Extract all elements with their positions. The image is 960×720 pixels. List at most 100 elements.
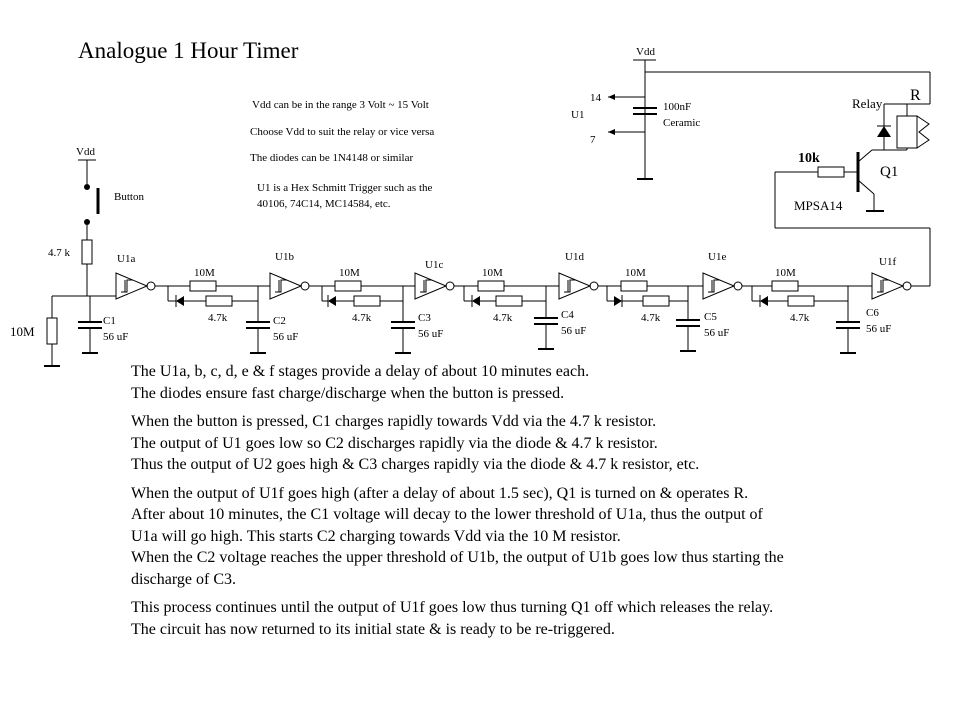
circuit-description: The U1a, b, c, d, e & f stages provide a… xyxy=(131,361,931,640)
resistor-input xyxy=(81,239,93,265)
resistor-10m-label: 10M xyxy=(482,267,503,279)
cap-value: 56 uF xyxy=(561,325,586,337)
resistor-gnd xyxy=(46,317,58,345)
q1-label: Q1 xyxy=(880,164,898,180)
stage-u1c: 10M 4.7k C3 56 uF U1c xyxy=(309,259,455,354)
resistor-fast xyxy=(205,295,233,307)
button-contact-bottom xyxy=(84,219,90,225)
button-contact-top xyxy=(84,184,90,190)
resistor-10m xyxy=(189,280,217,292)
transistor-label: MPSA14 xyxy=(794,198,843,213)
description-line: When the C2 voltage reaches the upper th… xyxy=(131,549,784,566)
resistor-fast-label: 4.7k xyxy=(641,312,661,324)
page-title: Analogue 1 Hour Timer xyxy=(78,38,299,63)
cap-label: C6 xyxy=(866,307,879,319)
arrow-left-icon xyxy=(608,94,615,100)
resistor-base-label: 10k xyxy=(798,151,820,166)
resistor-10m xyxy=(477,280,505,292)
gate-label: U1d xyxy=(565,251,584,263)
resistor-10m-label: 10M xyxy=(775,267,796,279)
relay-contact-icon xyxy=(916,115,930,149)
gate-label: U1e xyxy=(708,251,726,263)
stage-u1f: 10M 4.7k C6 56 uF U1f xyxy=(742,228,931,354)
gate-label: U1c xyxy=(425,259,443,271)
cap-value: 56 uF xyxy=(273,331,298,343)
cap-value: 56 uF xyxy=(866,323,891,335)
note-diodes: The diodes can be 1N4148 or similar xyxy=(250,152,413,164)
description-line: This process continues until the output … xyxy=(131,599,774,616)
schmitt-icon xyxy=(564,279,576,293)
diode-icon xyxy=(472,296,480,306)
gate-label: U1f xyxy=(879,256,896,268)
decap-value: 100nF xyxy=(663,101,691,113)
relay-driver: Relay R Q1 MPSA14 10k xyxy=(774,87,930,229)
schmitt-icon xyxy=(420,279,432,293)
cap-label: C5 xyxy=(704,311,717,323)
diode-icon xyxy=(760,296,768,306)
description-line: The U1a, b, c, d, e & f stages provide a… xyxy=(131,363,590,380)
resistor-10m xyxy=(771,280,799,292)
resistor-10m-label: 10M xyxy=(194,267,215,279)
stage-u1b: 10M 4.7k C2 56 uF U1b xyxy=(155,251,310,354)
c1-label: C1 xyxy=(103,315,116,327)
description-line: After about 10 minutes, the C1 voltage w… xyxy=(131,506,763,523)
resistor-input-label: 4.7 k xyxy=(48,247,71,259)
schmitt-icon xyxy=(121,279,133,293)
cap-value: 56 uF xyxy=(704,327,729,339)
design-notes: Vdd can be in the range 3 Volt ~ 15 Volt… xyxy=(250,99,434,210)
button-label: Button xyxy=(114,191,144,203)
relay-r-label: R xyxy=(910,87,921,104)
description-line: When the output of U1f goes high (after … xyxy=(131,484,749,502)
resistor-10m-label: 10M xyxy=(339,267,360,279)
gate-u1a-label: U1a xyxy=(117,253,135,265)
resistor-fast-label: 4.7k xyxy=(493,312,513,324)
note-u1-type: U1 is a Hex Schmitt Trigger such as the xyxy=(257,182,432,194)
resistor-base xyxy=(817,166,845,178)
vdd-left-label: Vdd xyxy=(76,146,95,158)
resistor-10m xyxy=(620,280,648,292)
cap-label: C4 xyxy=(561,309,574,321)
resistor-fast xyxy=(642,295,670,307)
schmitt-icon xyxy=(275,279,287,293)
stage-u1e: 10M 4.7k C5 56 uF U1e xyxy=(598,251,743,352)
relay-coil xyxy=(896,115,918,149)
resistor-fast-label: 4.7k xyxy=(208,312,228,324)
diode-icon xyxy=(176,296,184,306)
description-line: The diodes ensure fast charge/discharge … xyxy=(131,384,565,402)
resistor-fast-label: 4.7k xyxy=(352,312,372,324)
description-line: U1a will go high. This starts C2 chargin… xyxy=(131,527,621,545)
resistor-fast xyxy=(353,295,381,307)
resistor-10m-label: 10M xyxy=(625,267,646,279)
decap-type: Ceramic xyxy=(663,117,700,129)
c1-value: 56 uF xyxy=(103,331,128,343)
description-line: discharge of C3. xyxy=(131,570,237,588)
note-choose-vdd: Choose Vdd to suit the relay or vice ver… xyxy=(250,126,434,138)
flyback-diode-icon xyxy=(877,126,891,137)
gate-u1a: U1a xyxy=(115,253,156,300)
stage-u1d: 10M 4.7k C4 56 uF U1d xyxy=(454,251,599,350)
description-line: When the button is pressed, C1 charges r… xyxy=(131,413,657,430)
pin14-label: 14 xyxy=(590,92,602,104)
schmitt-icon xyxy=(708,279,720,293)
arrow-left-icon xyxy=(608,129,615,135)
resistor-10m xyxy=(334,280,362,292)
diode-icon xyxy=(328,296,336,306)
cap-value: 56 uF xyxy=(418,328,443,340)
supply-decoupling: Vdd U1 14 7 100nF Ceramic xyxy=(571,46,931,180)
cap-label: C2 xyxy=(273,315,286,327)
relay-label: Relay xyxy=(852,96,883,111)
note-u1-parts: 40106, 74C14, MC14584, etc. xyxy=(257,198,391,210)
gate-label: U1b xyxy=(275,251,294,263)
schmitt-icon xyxy=(877,279,889,293)
description-line: The circuit has now returned to its init… xyxy=(131,620,615,638)
note-vdd-range: Vdd can be in the range 3 Volt ~ 15 Volt xyxy=(252,99,429,111)
input-section: Vdd Button 4.7 k 10M C1 56 uF xyxy=(10,146,144,367)
pin7-label: 7 xyxy=(590,134,596,146)
resistor-gnd-label: 10M xyxy=(10,324,35,339)
resistor-fast-label: 4.7k xyxy=(790,312,810,324)
u1-label: U1 xyxy=(571,109,584,121)
resistor-fast xyxy=(787,295,815,307)
resistor-fast xyxy=(495,295,523,307)
